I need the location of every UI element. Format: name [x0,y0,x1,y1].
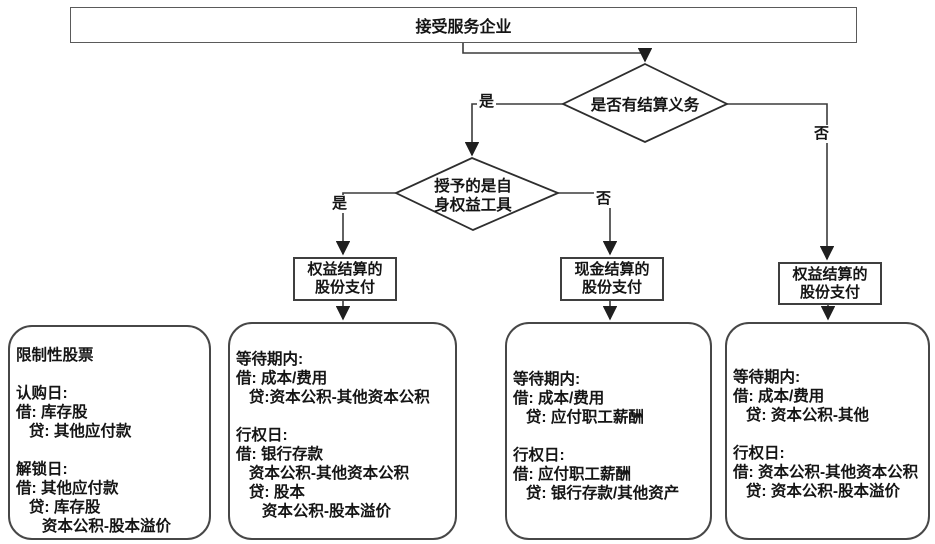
edge-decision1-no [727,103,835,261]
entry-line [733,425,924,444]
entry-line: 资本公积-股本溢价 [16,518,172,535]
edge-label-decision1-yes: 是 [477,93,497,111]
entry-line: 借: 成本/费用 [236,370,328,387]
entry-line: 解锁日: [16,461,68,478]
decision-settlement-obligation: 是否有结算义务 [575,96,715,115]
entry-line: 等待期内: [733,369,801,386]
node-cash-settled: 现金结算的 股份支付 [560,257,664,301]
node-equity-settled-right-line2: 股份支付 [799,283,860,301]
entry-line: 贷: 库存股 [16,499,101,516]
entry-line: 贷:资本公积-其他资本公积 [236,389,430,406]
decision-settlement-obligation-shape [560,62,730,143]
entry-line: 资本公积-股本溢价 [236,503,392,520]
entry-line: 行权日: [733,445,785,462]
entry-line: 借: 应付职工薪酬 [513,466,631,483]
entry-line: 等待期内: [513,371,581,388]
entry-line [16,441,205,460]
node-receiving-service-enterprise-label: 接受服务企业 [415,19,512,36]
entry-line: 行权日: [513,447,565,464]
entry-line: 资本公积-其他资本公积 [236,465,410,482]
entry-line: 限制性股票 [16,347,94,364]
decision-own-equity-label-line2: 身权益工具 [434,197,512,214]
node-cash-settled-line2: 股份支付 [581,279,642,296]
node-equity-settled-right: 权益结算的 股份支付 [778,262,882,305]
entry-line: 借: 资本公积-其他资本公积 [733,464,919,481]
edge-decision2-yes [335,192,396,256]
decision-own-equity-label-line1: 授予的是自 [434,178,512,195]
box-equity-settled-entries: 等待期内: 借: 成本/费用 贷:资本公积-其他资本公积 行权日: 借: 银行存… [228,322,457,540]
entry-line: 借: 库存股 [16,404,88,421]
entry-line: 行权日: [236,427,288,444]
node-equity-settled-left-line1: 权益结算的 [307,261,383,278]
entry-line: 借: 其他应付款 [16,480,119,497]
entry-line: 贷: 股本 [236,484,305,501]
edge-label-decision2-no: 否 [594,190,614,208]
edge-decision1-yes [464,103,563,157]
node-equity-settled-left: 权益结算的 股份支付 [293,257,397,301]
entry-line [16,365,205,384]
entry-line [236,407,451,426]
entry-line: 贷: 应付职工薪酬 [513,409,644,426]
box-equity-no-obligation-entries: 等待期内: 借: 成本/费用 贷: 资本公积-其他 行权日: 借: 资本公积-其… [725,322,930,540]
node-equity-settled-right-line1: 权益结算的 [792,265,868,283]
edge-label-decision1-no: 否 [812,125,832,143]
edge-label-decision2-yes: 是 [330,195,350,213]
entry-line: 贷: 资本公积-股本溢价 [733,483,901,500]
node-equity-settled-left-line2: 股份支付 [314,279,375,296]
entry-line: 借: 成本/费用 [733,388,825,405]
entry-line: 借: 成本/费用 [513,390,605,407]
box-restricted-stock: 限制性股票 认购日: 借: 库存股 贷: 其他应付款 解锁日: 借: 其他应付款… [8,325,211,540]
edge-root-to-decision1 [462,41,653,63]
node-receiving-service-enterprise: 接受服务企业 [70,7,857,43]
decision-settlement-obligation-label: 是否有结算义务 [590,97,700,114]
node-cash-settled-line1: 现金结算的 [574,261,650,278]
decision-own-equity-shape [393,157,561,231]
entry-line: 贷: 其他应付款 [16,423,132,440]
entry-line: 认购日: [16,385,68,402]
entry-line: 等待期内: [236,351,304,368]
box-cash-settled-entries: 等待期内: 借: 成本/费用 贷: 应付职工薪酬 行权日: 借: 应付职工薪酬 … [505,322,712,540]
decision-own-equity: 授予的是自 身权益工具 [413,177,533,215]
entry-line: 贷: 银行存款/其他资产 [513,485,680,502]
entry-line: 贷: 资本公积-其他 [733,407,870,424]
entry-line: 借: 银行存款 [236,446,323,463]
entry-line [513,427,706,446]
